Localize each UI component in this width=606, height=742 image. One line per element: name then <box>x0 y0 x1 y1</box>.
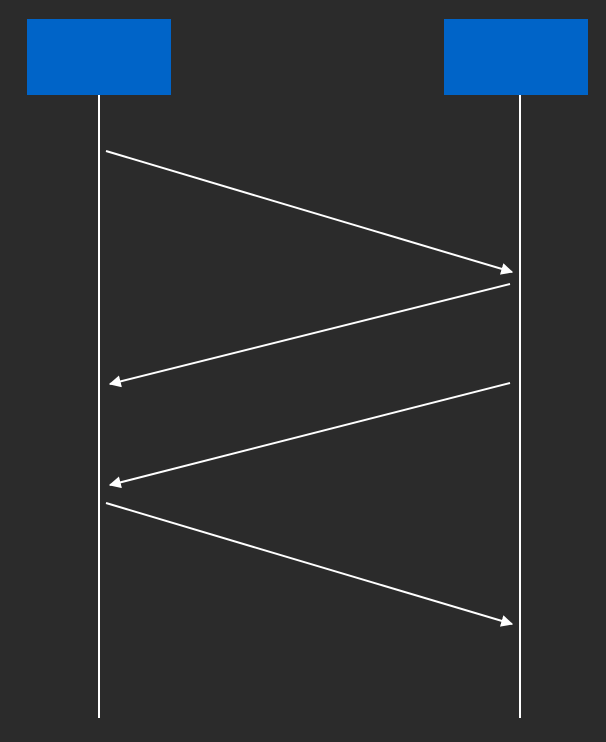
message-arrow-4 <box>105 502 514 627</box>
message-arrow-2 <box>108 283 511 388</box>
message-arrow-3 <box>108 382 511 489</box>
participant-box-left <box>27 19 171 95</box>
message-arrow-1 <box>105 150 514 275</box>
participant-box-right <box>444 19 588 95</box>
